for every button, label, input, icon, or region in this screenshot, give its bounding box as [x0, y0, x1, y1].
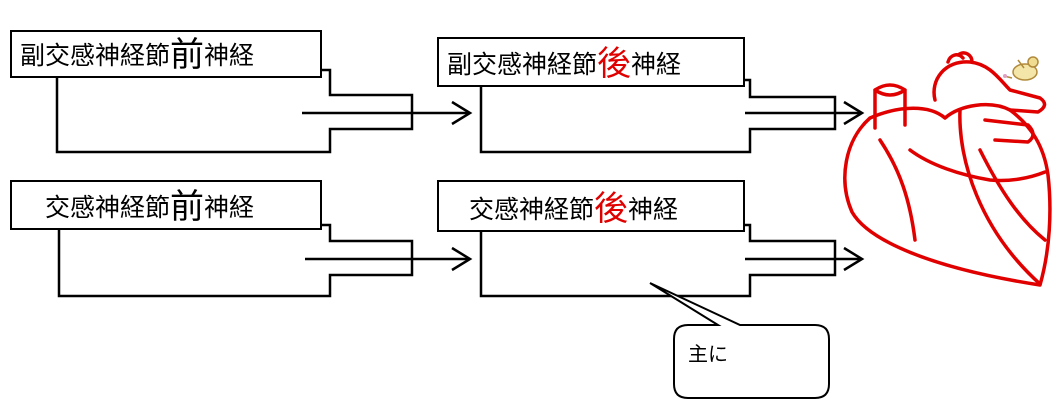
para-post-neuron-body [479, 78, 837, 154]
symp-pre-arrowhead [451, 246, 473, 272]
heart-icon [843, 51, 1052, 287]
bird-icon [1003, 56, 1039, 81]
para-post-label: 副交感神経節後神経 [437, 37, 745, 87]
parasympathetic-pathway [55, 68, 865, 154]
para-pre-neuron-body [55, 68, 414, 154]
sympathetic-pathway [57, 223, 865, 298]
symp-post-label: 交感神経節後神経 [437, 180, 745, 232]
symp-post-neuron-body [479, 223, 837, 298]
callout-bubble [649, 282, 830, 399]
symp-pre-label: 交感神経節前神経 [10, 180, 322, 230]
para-pre-arrowhead [451, 100, 473, 126]
symp-post-arrowhead [843, 246, 865, 272]
callout-text: 主に [688, 342, 728, 366]
symp-pre-neuron-body [57, 223, 414, 298]
para-pre-label: 副交感神経節前神経 [10, 30, 322, 78]
para-post-arrowhead [843, 100, 865, 126]
